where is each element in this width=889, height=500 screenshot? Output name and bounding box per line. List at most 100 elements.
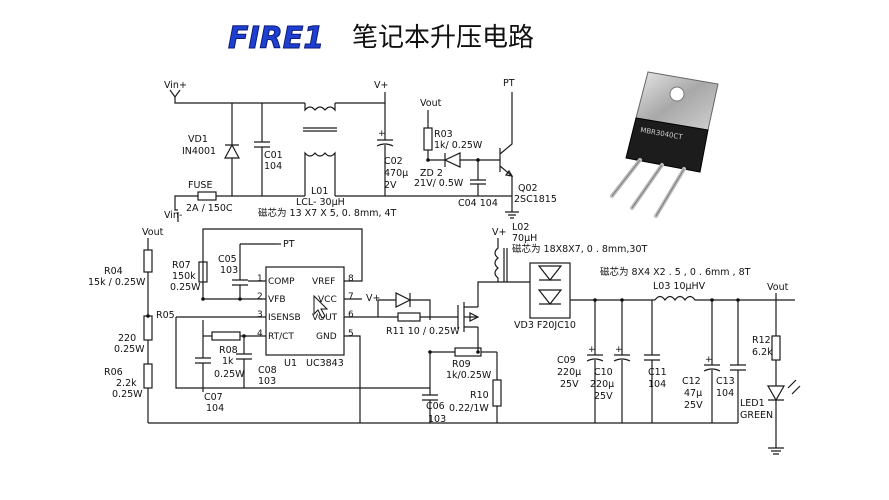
vd3-package — [529, 262, 571, 319]
c12-symbol — [703, 300, 721, 423]
r05-value: 220 — [118, 333, 136, 344]
c08-value: 103 — [258, 376, 276, 387]
net-vplus-vcc: V+ — [366, 293, 380, 304]
vd3-diode-a — [537, 265, 563, 281]
controller-section: COMP VFB ISENSB RT/CT VREF VCC VOUT GND … — [88, 227, 431, 423]
r07-symbol — [198, 261, 208, 283]
cursor-arrow-icon — [313, 294, 329, 319]
gnd-wire — [344, 335, 361, 423]
r09-value: 1k/0.25W — [446, 370, 492, 381]
r11-symbol — [397, 312, 421, 322]
r03-value: 1k/ 0.25W — [434, 140, 483, 151]
fuse-lead — [174, 195, 198, 211]
r09-name: R09 — [452, 359, 471, 370]
mosfet-arrow — [469, 312, 480, 322]
gate-diode-out — [410, 299, 431, 320]
l01-core — [303, 127, 337, 132]
c09-volt: 25V — [560, 379, 579, 390]
r05-power: 0.25W — [114, 344, 145, 355]
c09-symbol — [586, 300, 604, 423]
c08-name: C08 — [258, 365, 277, 376]
to220-photo: MBR3040CT — [610, 71, 719, 218]
c10-volt: 25V — [594, 391, 613, 402]
junction-c09 — [593, 298, 597, 302]
r08-name: R08 — [219, 345, 238, 356]
top-rail — [174, 97, 305, 104]
pt-section: Vout R03 1k/ 0.25W ZD 2 21V/ 0.5W C04 10… — [388, 78, 557, 219]
u1-name: U1 — [284, 358, 297, 369]
pin-vref: VREF — [312, 277, 335, 287]
uc3843-chip — [265, 266, 345, 356]
c10-name: C10 — [594, 367, 613, 378]
junction-r03 — [426, 158, 430, 162]
pin-num-7: 7 — [348, 292, 354, 302]
vin-plus-arrow — [169, 89, 181, 99]
r11-label: R11 10 / 0.25W — [386, 326, 460, 337]
fuse-value: 2A / 150C — [186, 203, 233, 214]
r08-value: 1k — [222, 356, 234, 367]
r06-name: R06 — [104, 367, 123, 378]
c02-symbol — [376, 103, 394, 196]
pin-num-2: 2 — [257, 292, 263, 302]
zd2-name: ZD 2 — [420, 168, 443, 179]
pin-gnd: GND — [316, 332, 337, 342]
led1-name: LED1 — [740, 398, 765, 409]
c07-value: 104 — [206, 403, 224, 414]
l02-name: L02 — [512, 222, 529, 233]
c11-symbol — [644, 300, 660, 423]
c12-polarity: + — [705, 355, 713, 365]
vd3-diode-b — [537, 289, 563, 305]
pin-num-5: 5 — [348, 329, 354, 339]
pin-num-3: 3 — [257, 310, 263, 320]
u1-value: UC3843 — [306, 358, 344, 369]
page-title: 笔记本升压电路 — [352, 23, 534, 53]
top-rail-right — [335, 92, 386, 104]
c10-symbol — [613, 300, 631, 423]
c05-symbol — [232, 244, 248, 299]
l03-core-note: 磁芯为 8X4 X2 . 5 , 0 . 6mm , 8T — [600, 266, 751, 278]
net-vout-r03: Vout — [420, 98, 442, 109]
r10-name: R10 — [470, 390, 489, 401]
isense-feedback-wire — [175, 317, 431, 389]
c11-name: C11 — [648, 367, 667, 378]
net-vin-plus: Vin+ — [164, 80, 187, 91]
junction-c08 — [242, 334, 246, 338]
c04-label: C04 104 — [458, 198, 498, 209]
q02-name: Q02 — [518, 183, 538, 194]
c12-name: C12 — [682, 376, 701, 387]
junction-c05 — [238, 297, 242, 301]
led1-rays — [787, 379, 801, 395]
r05-name: R05 — [156, 310, 175, 321]
c07-name: C07 — [204, 392, 223, 403]
c11-value: 104 — [648, 379, 666, 390]
mosfet-symbol — [457, 290, 479, 352]
c02-value: 470μ — [384, 168, 408, 179]
net-vplus-l02: V+ — [492, 227, 506, 238]
r04-name: R04 — [104, 266, 123, 277]
c13-name: C13 — [716, 376, 735, 387]
net-vin-minus: Vin- — [164, 210, 182, 221]
junction-c13 — [736, 298, 740, 302]
c12-value: 47μ — [684, 388, 702, 399]
led1-symbol — [766, 360, 786, 440]
c06-name: C06 — [426, 401, 445, 412]
r03-symbol — [423, 127, 433, 151]
c06-symbol — [422, 388, 438, 423]
r04-symbol — [143, 249, 153, 273]
c01-name: C01 — [264, 150, 283, 161]
c01-value: 104 — [264, 161, 282, 172]
net-vout-output: Vout — [767, 282, 789, 293]
junction-source — [476, 350, 480, 354]
r07-power: 0.25W — [170, 282, 201, 293]
pin-vout: VOUT — [312, 313, 338, 323]
l02-coil — [494, 238, 499, 282]
driver-section: R11 10 / 0.25W R09 1k/0.25W R10 0.22/1W … — [377, 290, 502, 425]
l03-coil — [654, 295, 715, 302]
c04-symbol — [470, 160, 486, 196]
output-section: + C09 220μ 25V + C10 220μ 25V C11 104 + … — [148, 282, 801, 455]
c13-symbol — [730, 300, 746, 423]
input-section: Vin+ Vin- V+ FUSE 2A / 150C VD1 IN4001 C… — [164, 80, 408, 222]
junction-vfb — [201, 297, 205, 301]
junction-r09 — [428, 350, 432, 354]
